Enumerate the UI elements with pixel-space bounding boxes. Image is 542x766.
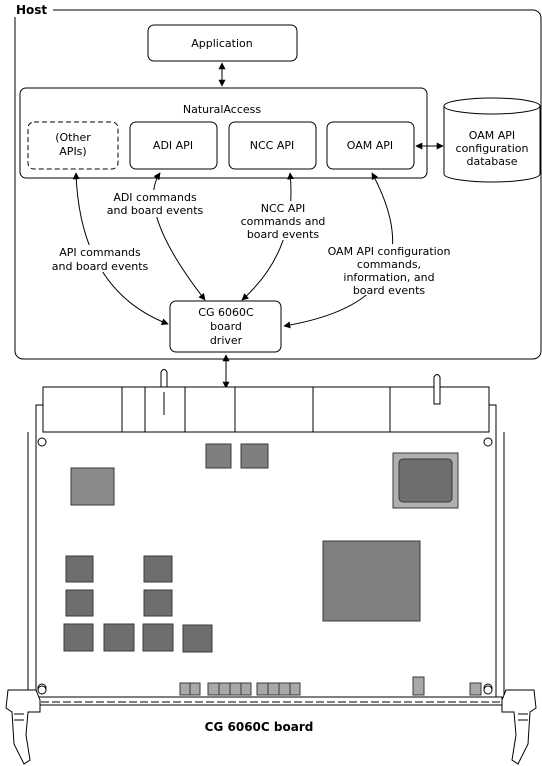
front-connector xyxy=(267,682,280,696)
application-label: Application xyxy=(191,37,252,50)
guide-pin-right xyxy=(433,374,441,405)
chip xyxy=(143,589,173,617)
chip xyxy=(103,623,135,652)
chip xyxy=(65,589,94,617)
oam-database-cylinder xyxy=(443,97,541,183)
oam-annotation-line-4: board events xyxy=(353,284,426,297)
api-annotation-line-2: and board events xyxy=(52,260,149,273)
driver-line-2: board xyxy=(210,320,242,333)
ncc-annotation-line-1: NCC API xyxy=(261,202,306,215)
chip xyxy=(182,624,213,653)
board-illustration xyxy=(5,369,537,765)
natural-access-title: NaturalAccess xyxy=(183,103,261,116)
host-title: Host xyxy=(16,3,47,17)
api-annotation-line-1: API commands xyxy=(59,246,141,259)
ncc-annotation-line-2: commands and xyxy=(241,215,326,228)
front-connector xyxy=(289,682,301,696)
other-apis-line-1: (Other xyxy=(55,131,91,144)
large-chip xyxy=(322,540,421,622)
chip xyxy=(143,555,173,583)
oam-api-label: OAM API xyxy=(347,139,393,152)
mounting-hole xyxy=(483,437,493,447)
application-box xyxy=(147,24,298,62)
adi-api-label: ADI API xyxy=(153,139,193,152)
front-connector xyxy=(229,682,242,696)
board-caption: CG 6060C board xyxy=(205,720,314,734)
chip xyxy=(142,623,174,652)
front-connector xyxy=(256,682,269,696)
front-connector xyxy=(278,682,291,696)
right-ejector-handle xyxy=(483,685,537,765)
oam-annotation-line-1: OAM API configuration xyxy=(328,245,451,258)
front-connector xyxy=(189,682,201,696)
oam-annotation-line-2: commands, xyxy=(357,258,421,271)
natural-access-container xyxy=(19,87,428,179)
front-connector xyxy=(469,682,482,696)
adi-commands-arrow xyxy=(153,172,206,301)
ncc-api-label: NCC API xyxy=(250,139,295,152)
database-line-1: OAM API xyxy=(469,129,515,142)
ncc-annotation-line-3: board events xyxy=(247,228,320,241)
front-connector xyxy=(240,682,252,696)
mounting-hole xyxy=(37,437,47,447)
adi-api-box xyxy=(129,121,218,170)
chip xyxy=(205,443,232,469)
left-ejector-handle xyxy=(5,685,47,765)
chip xyxy=(65,555,94,583)
oam-api-box xyxy=(326,121,415,170)
front-connector xyxy=(218,682,231,696)
board-driver-box xyxy=(169,300,282,353)
other-apis-line-2: APIs) xyxy=(59,145,86,158)
guide-pin-left xyxy=(160,369,168,388)
chip xyxy=(70,467,115,506)
adi-annotation-line-2: and board events xyxy=(107,204,204,217)
database-line-2: configuration xyxy=(456,142,529,155)
front-connector xyxy=(179,682,191,696)
driver-line-3: driver xyxy=(210,334,243,347)
front-connector xyxy=(412,676,425,696)
oam-annotation-line-3: information, and xyxy=(343,271,434,284)
front-panel-rail xyxy=(29,696,503,706)
chip xyxy=(240,443,269,469)
processor-chip xyxy=(398,458,453,503)
chip xyxy=(63,623,94,652)
database-line-3: database xyxy=(467,155,518,168)
backplane-connector xyxy=(42,386,490,433)
adi-annotation-line-1: ADI commands xyxy=(113,191,197,204)
driver-line-1: CG 6060C xyxy=(198,306,254,319)
other-apis-box xyxy=(27,121,119,170)
front-connector xyxy=(207,682,220,696)
ncc-api-box xyxy=(228,121,317,170)
